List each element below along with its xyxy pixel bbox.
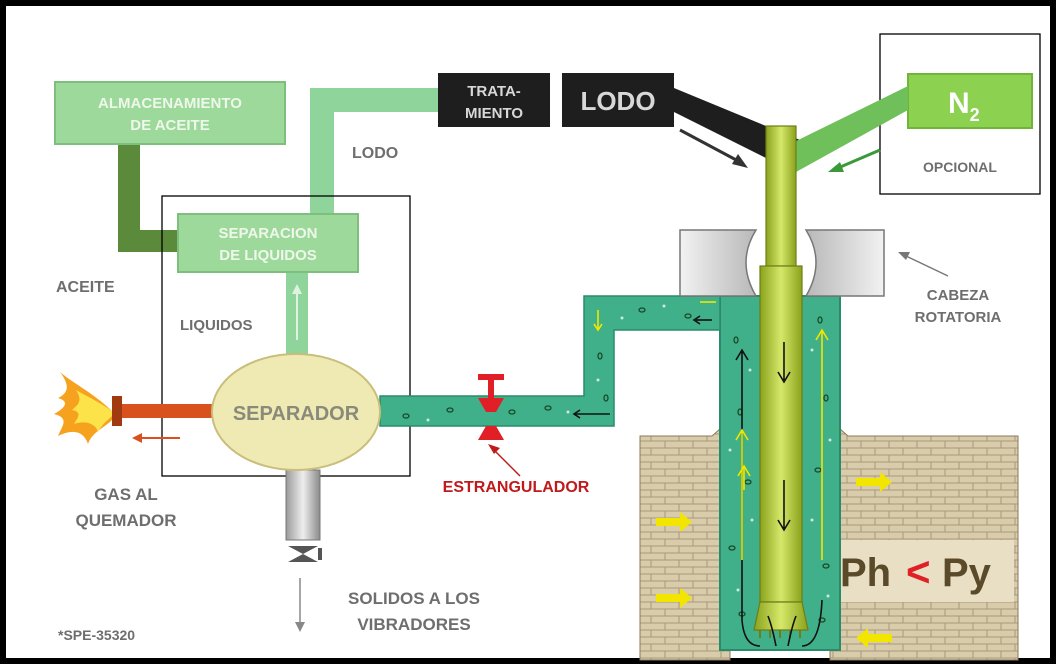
choke-valve-top xyxy=(478,398,504,412)
gas-flow-arrowhead xyxy=(132,433,142,443)
gas-label-2: QUEMADOR xyxy=(75,511,176,530)
choke-pointer xyxy=(491,447,521,477)
liquids-label: LIQUIDOS xyxy=(180,317,253,334)
flare-pipe xyxy=(120,404,216,418)
rotating-head-pointer-head xyxy=(898,252,910,260)
oil-label: ACEITE xyxy=(56,279,115,296)
treatment-label-2: MIENTO xyxy=(465,105,523,122)
drill-pipe xyxy=(765,125,797,267)
mud-pipe-horizontal xyxy=(310,88,440,112)
oil-pipe-horizontal xyxy=(118,230,180,252)
choke-stem xyxy=(488,380,494,408)
liquid-separation-label-1: SEPARACION xyxy=(219,225,318,242)
return-flow-arrows xyxy=(572,301,716,419)
return-pipe xyxy=(379,295,721,427)
solids-flow-arrowhead xyxy=(295,622,305,632)
flare-flame-icon xyxy=(54,372,112,444)
mud-flow-arrow xyxy=(679,128,741,164)
choke-label: ESTRANGULADOR xyxy=(443,479,590,496)
pressure-lt: < xyxy=(906,548,931,595)
solids-label-1: SOLIDOS A LOS xyxy=(348,589,480,608)
mud-line-label: LODO xyxy=(352,145,398,162)
drill-pipe-lower xyxy=(759,265,803,603)
n2-flow-arrowhead xyxy=(828,162,844,172)
rotating-head-label-1: CABEZA xyxy=(927,287,990,304)
n2-feed-line xyxy=(790,86,908,172)
n2-label: N2 xyxy=(948,87,980,125)
pressure-py: Py xyxy=(942,551,992,595)
formation-influx-arrows xyxy=(656,472,892,648)
reference-label: *SPE-35320 xyxy=(58,627,135,643)
mud-flow-arrowhead xyxy=(732,154,748,168)
rotating-head-pointer xyxy=(905,255,949,277)
drill-bit xyxy=(753,601,809,631)
choke-pointer-head xyxy=(488,444,500,454)
oil-storage-label-2: DE ACEITE xyxy=(130,117,209,134)
oil-storage-box xyxy=(54,81,286,145)
oil-pipe-vertical xyxy=(118,143,140,243)
treatment-box xyxy=(438,73,550,127)
rotating-head-label-2: ROTATORIA xyxy=(915,309,1002,326)
pressure-ph: Ph xyxy=(840,551,891,595)
downhole-flow-arrows xyxy=(735,328,829,647)
oil-storage-label-1: ALMACENAMIENTO xyxy=(98,95,242,112)
n2-flow-arrow xyxy=(837,148,881,170)
separator-vessel xyxy=(211,353,381,471)
choke-handle xyxy=(478,374,504,380)
liquid-separation-box xyxy=(177,213,359,273)
flare-tip xyxy=(112,396,122,426)
rotating-head-left xyxy=(679,229,758,297)
mud-box-label: LODO xyxy=(580,86,655,116)
drill-bit-teeth xyxy=(759,630,801,638)
solids-pipe xyxy=(285,469,321,541)
optional-label: OPCIONAL xyxy=(923,159,997,175)
gas-label-1: GAS AL xyxy=(94,485,158,504)
pressure-box xyxy=(836,540,1014,602)
treatment-label-1: TRATA- xyxy=(467,83,521,100)
solids-label-2: VIBRADORES xyxy=(357,615,470,634)
solids-valve-icon xyxy=(288,546,322,562)
mud-bubbles xyxy=(426,304,832,598)
liquid-separation-label-2: DE LIQUIDOS xyxy=(219,247,317,264)
rotating-head-right xyxy=(804,229,885,297)
mud-box xyxy=(562,73,674,127)
choke-valve-bottom xyxy=(478,426,504,440)
liquids-flow-arrowhead xyxy=(292,284,302,294)
separator-label: SEPARADOR xyxy=(233,403,360,425)
